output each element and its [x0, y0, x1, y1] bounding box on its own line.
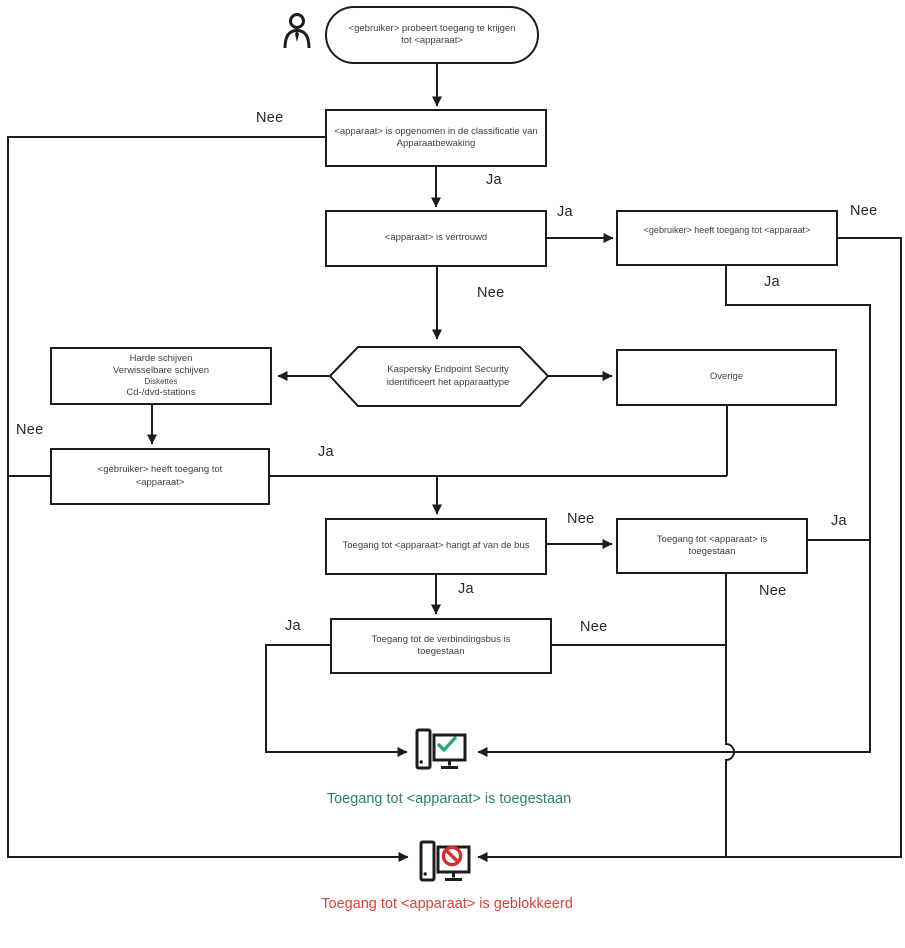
result-allowed-text: Toegang tot <apparaat> is toegestaan — [326, 791, 572, 807]
node-user-access-top: <gebruiker> heeft toegang tot <apparaat> — [616, 210, 838, 266]
node-trusted: <apparaat> is vertrouwd — [325, 210, 547, 267]
edge-label-nee: Nee — [567, 511, 595, 527]
edge-label-ja: Ja — [557, 204, 573, 220]
edge-label-ja: Ja — [318, 444, 334, 460]
computer-blocked-icon — [419, 840, 471, 882]
node-start: <gebruiker> probeert toegang te krijgen … — [325, 6, 539, 64]
edge-label-ja: Ja — [764, 274, 780, 290]
node-other: Overige — [616, 349, 837, 406]
edge-label-nee: Nee — [256, 110, 284, 126]
edge-label-nee: Nee — [16, 422, 44, 438]
computer-allowed-icon — [415, 728, 467, 770]
edge-label-nee: Nee — [580, 619, 608, 635]
edge-label-ja: Ja — [285, 618, 301, 634]
node-user-access-left: <gebruiker> heeft toegang tot <apparaat> — [50, 448, 270, 505]
user-icon — [283, 13, 311, 49]
node-identify-type: Kaspersky Endpoint Security identificeer… — [386, 364, 510, 388]
node-device-types: Harde schijven Verwisselbare schijven Di… — [50, 347, 272, 405]
node-classification: <apparaat> is opgenomen in de classifica… — [325, 109, 547, 167]
edge-label-ja: Ja — [831, 513, 847, 529]
result-blocked-text: Toegang tot <apparaat> is geblokkeerd — [321, 896, 573, 912]
node-access-allowed-rule: Toegang tot <apparaat> is toegestaan — [616, 518, 808, 574]
edge-label-nee: Nee — [759, 583, 787, 599]
edge-label-ja: Ja — [486, 172, 502, 188]
edge-label-nee: Nee — [477, 285, 505, 301]
edge-label-nee: Nee — [850, 203, 878, 219]
edge-label-ja: Ja — [458, 581, 474, 597]
node-bus-allowed: Toegang tot de verbindingsbus is toegest… — [330, 618, 552, 674]
node-bus-dependent: Toegang tot <apparaat> hangt af van de b… — [325, 518, 547, 575]
